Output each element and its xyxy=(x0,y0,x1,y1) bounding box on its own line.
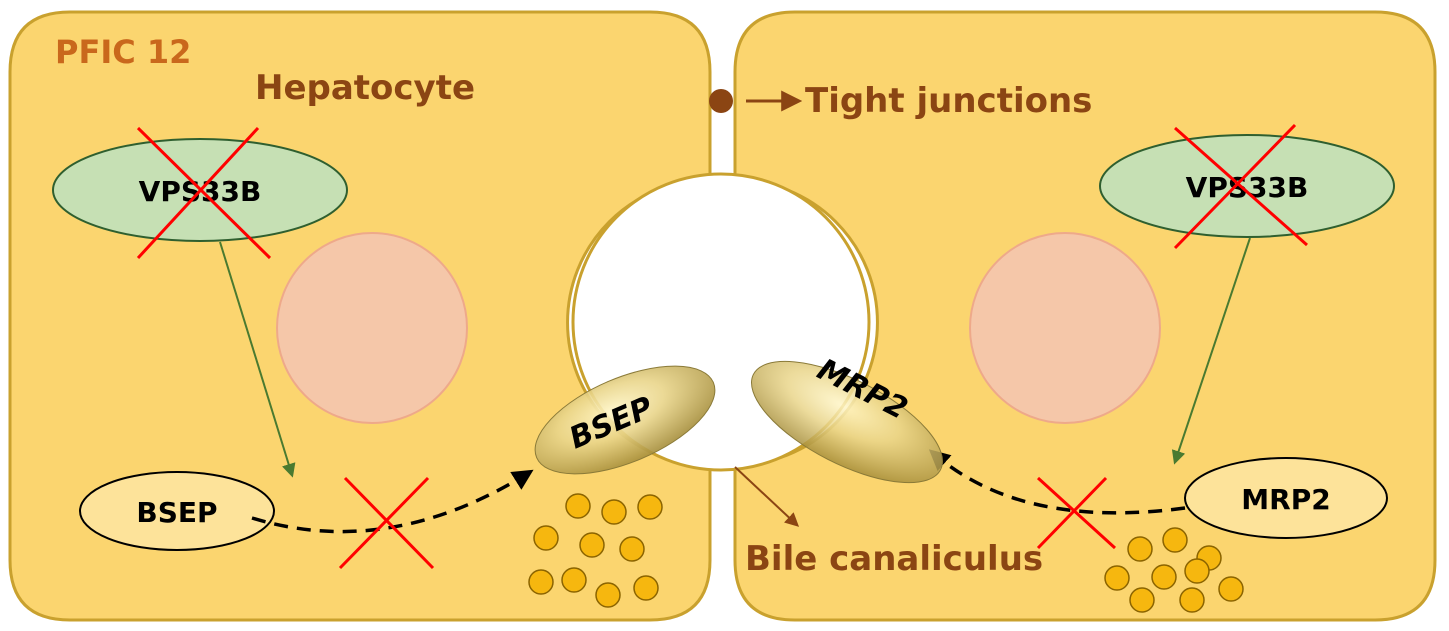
left-trafficking-arrow xyxy=(251,469,534,534)
left-trafficking-cross-icon xyxy=(338,476,435,570)
right-nucleus xyxy=(969,232,1161,424)
right-vps33b-node xyxy=(1099,134,1395,238)
hepatocyte-label: Hepatocyte xyxy=(255,68,475,108)
left-nucleus xyxy=(276,232,468,424)
tight-junctions-label: Tight junctions xyxy=(805,81,1092,121)
right-trafficking-arrow xyxy=(928,449,1186,515)
bile-canaliculus-label: Bile canaliculus xyxy=(745,539,1043,579)
left-vps33b-cross-icon xyxy=(136,126,272,260)
right-bile-salts xyxy=(1104,527,1244,613)
left-bsep-label: BSEP xyxy=(136,496,217,529)
right-regulation-arrow xyxy=(1171,237,1251,465)
disease-label: PFIC 12 xyxy=(55,33,191,71)
right-mrp2-node xyxy=(1184,457,1388,539)
right-vps33b-label: VPS33B xyxy=(1186,171,1309,204)
right-trafficking-cross-icon xyxy=(1036,476,1117,550)
right-mrp2-label: MRP2 xyxy=(1241,483,1330,516)
bile-canaliculus-arrow xyxy=(734,466,800,527)
left-bsep-node xyxy=(79,471,275,551)
left-regulation-arrow xyxy=(219,241,296,478)
bsep-membrane-transporter xyxy=(534,365,716,475)
tight-junction-dot xyxy=(709,89,733,113)
right-vps33b-cross-icon xyxy=(1173,123,1308,250)
left-bile-salts xyxy=(528,493,663,608)
mrp2-membrane-transporter xyxy=(751,360,943,484)
